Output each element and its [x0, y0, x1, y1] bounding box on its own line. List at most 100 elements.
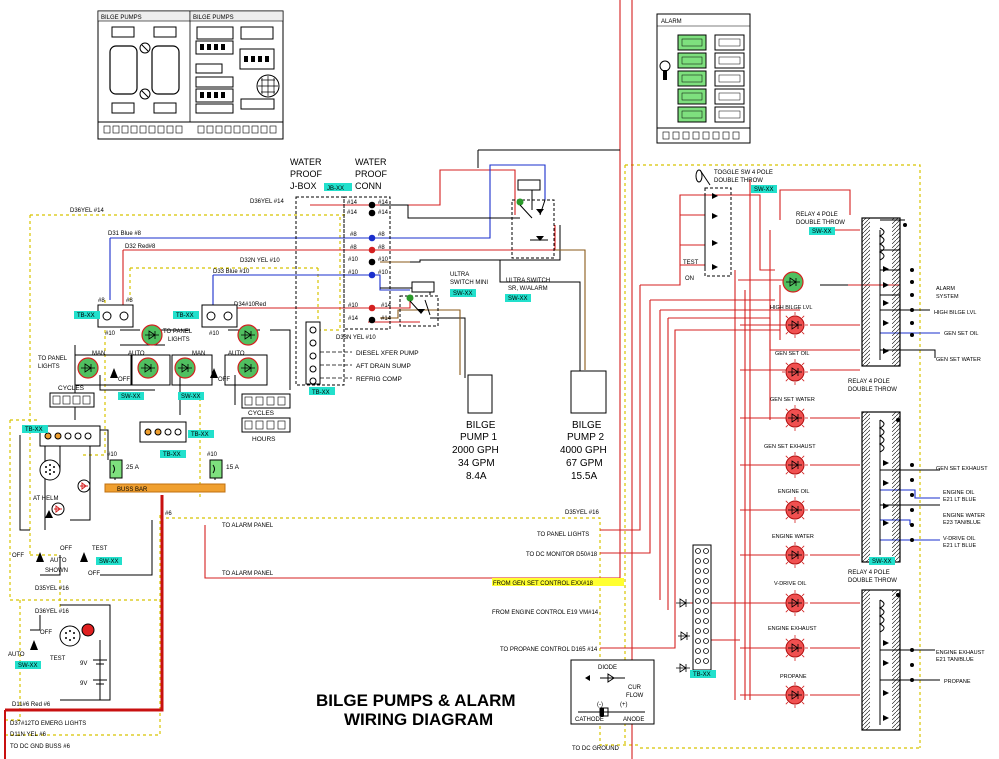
conn-pin-14-d: #14 [378, 210, 389, 216]
conn-pin-10-b: #10 [348, 270, 359, 276]
sw-tag-ultra-sr [505, 294, 531, 302]
relay-terminals [896, 223, 914, 682]
hours-label: HOURS [252, 436, 276, 443]
tb-tag-1-text: TB-XX [77, 313, 95, 319]
wire-label-d36b: D36YEL #16 [35, 609, 69, 615]
battery-9v-1: 9V [80, 661, 87, 667]
toggle-label-2: DOUBLE THROW [714, 178, 763, 184]
led-label-propane: PROPANE [780, 674, 807, 680]
tb-tag-5 [22, 425, 48, 433]
yellow-ground-wires [5, 164, 921, 749]
alarm-led-propane [782, 682, 808, 708]
helm-off-label-2: OFF [60, 546, 72, 552]
feed-gen-set-highlight [492, 578, 624, 586]
ultra-sr-label-2: SR, W/ALARM [508, 286, 548, 292]
switch2-auto: AUTO [228, 351, 245, 357]
fuse-15a-label: 15 A [226, 464, 240, 471]
conn-label-3: CONN [355, 181, 382, 191]
feed-propane-control: TO PROPANE CONTROL D165 #14 [500, 647, 598, 653]
fuse-25a [109, 459, 123, 479]
panel-title-bilge-b: BILGE PUMPS [193, 15, 234, 21]
fuse-15a [209, 459, 223, 479]
out-vdrive-oil-2: E21 LT BLUE [943, 543, 976, 549]
pump2-line5: 15.5A [571, 471, 597, 482]
diode-legend: DIODE CUR FLOW (-) (+) CATHODE ANODE [570, 659, 655, 725]
legend-flow: FLOW [626, 693, 644, 699]
panel-title-bilge-a: BILGE PUMPS [101, 15, 142, 21]
led-label-vdrive-oil: V-DRIVE OIL [774, 581, 806, 587]
sw-tag-2 [178, 392, 204, 400]
wire-label-d35: D35YEL #16 [565, 510, 599, 516]
wire-label-6: #6 [165, 511, 172, 517]
tb-tag-5-text: TB-XX [25, 427, 43, 433]
junction-box: WATER PROOF J-BOX JB-XX WATER PROOF CONN… [290, 157, 392, 396]
pump2-line1: BILGE [572, 420, 602, 431]
tb-tag-alarm-text: TB-XX [693, 672, 711, 678]
relay2-label-1: RELAY 4 POLE [848, 379, 890, 385]
red-main-feed-wire [5, 495, 164, 712]
out-high-bilge: HIGH BILGE LVL [934, 310, 976, 316]
sw-tag-1-text: SW-XX [121, 394, 141, 400]
alarm-led-engine-water [782, 542, 808, 568]
conn-pin-10-e: #10 [348, 303, 359, 309]
fuse-25a-wire: #10 [107, 452, 118, 458]
out-engine-water-1: ENGINE WATER [943, 513, 985, 519]
relay1-label-2: DOUBLE THROW [796, 220, 845, 226]
conn-pin-14-f: #14 [381, 303, 392, 309]
tb-tag-3-text: TB-XX [191, 432, 209, 438]
jbox-tag-text: JB-XX [327, 186, 344, 192]
fuse-15a-wire: #10 [207, 452, 218, 458]
feed-panel-lights: TO PANEL LIGHTS [537, 532, 589, 538]
feed-alarm-panel-2: TO ALARM PANEL [222, 571, 274, 577]
feed-alarm-panel-1: TO ALARM PANEL [222, 523, 274, 529]
led-label-high-bilge: HIGH BILGE LVL [770, 305, 812, 311]
sw-tag-4-text: SW-XX [18, 663, 38, 669]
tb-tag-3 [188, 430, 214, 438]
out-engine-oil-1: ENGINE OIL [943, 490, 974, 496]
jbox-label-1: WATER [290, 157, 322, 167]
load-leaders [320, 351, 352, 379]
bilge-pump-2: BILGE PUMP 2 4000 GPH 67 GPM 15.5A [560, 370, 607, 482]
wire-label-d35b: D35YEL #16 [35, 586, 69, 592]
switch1-off: OFF [118, 377, 130, 383]
helm-off-label: OFF [12, 553, 24, 559]
tb1-pin-label-3: #10 [105, 331, 116, 337]
tb1-pin-label-2: #8 [126, 298, 133, 304]
wire-label-d37: D37#12TO EMERG LIGHTS [10, 721, 86, 727]
wire-label-d34: D34#10Red [234, 302, 266, 308]
relay1-label-1: RELAY 4 POLE [796, 212, 838, 218]
alarm-led-v-drive-oil [782, 590, 808, 616]
alarm-led-gen-set-water [782, 405, 808, 431]
pump1-line4: 34 GPM [458, 458, 495, 469]
wire-label-d32: D32 Red#8 [125, 244, 156, 250]
toggle-label-1: TOGGLE SW 4 POLE [714, 170, 773, 176]
alarm-led-engine-exhaust [782, 635, 808, 661]
sw-tag-relay1 [809, 227, 835, 235]
pump2-line2: PUMP 2 [567, 432, 604, 443]
out-vdrive-oil-1: V-DRIVE OIL [943, 536, 975, 542]
fuse-25a-label: 25 A [126, 464, 140, 471]
panel-lights-mid-1: TO PANEL [163, 329, 193, 335]
tb1-pin-label: #8 [98, 298, 105, 304]
sw-tag-ultra-mini [450, 289, 476, 297]
feed-engine-control: FROM ENGINE CONTROL E19 VM#14 [492, 610, 599, 616]
switch2-man: MAN [192, 351, 205, 357]
diagram-title-line1: BILGE PUMPS & ALARM [316, 691, 516, 710]
conn-pin-14-a: #14 [347, 200, 358, 206]
out-gen-set-exhaust: GEN SET EXHAUST [936, 466, 988, 472]
feed-dc-ground: TO DC GROUND [572, 746, 620, 752]
pump2-line4: 67 GPM [566, 458, 603, 469]
led-label-engine-exhaust: ENGINE EXHAUST [768, 626, 817, 632]
buss-bar-label: BUSS BAR [117, 487, 148, 493]
tb-tag-2 [173, 311, 199, 319]
toggle-switch: TOGGLE SW 4 POLE DOUBLE THROW SW-XX TEST… [683, 169, 777, 282]
out-engine-exhaust-1: ENGINE EXHAUST [936, 650, 985, 656]
wire-label-d11: D11#6 Red #6 [12, 702, 51, 708]
led-label-gen-set-exhaust: GEN SET EXHAUST [764, 444, 816, 450]
sw-tag-toggle [751, 185, 777, 193]
pump1-line3: 2000 GPH [452, 445, 499, 456]
legend-anode: ANODE [623, 717, 644, 723]
sw-tag-ultra-mini-text: SW-XX [453, 291, 473, 297]
panel-lights-left-1: TO PANEL [38, 356, 68, 362]
